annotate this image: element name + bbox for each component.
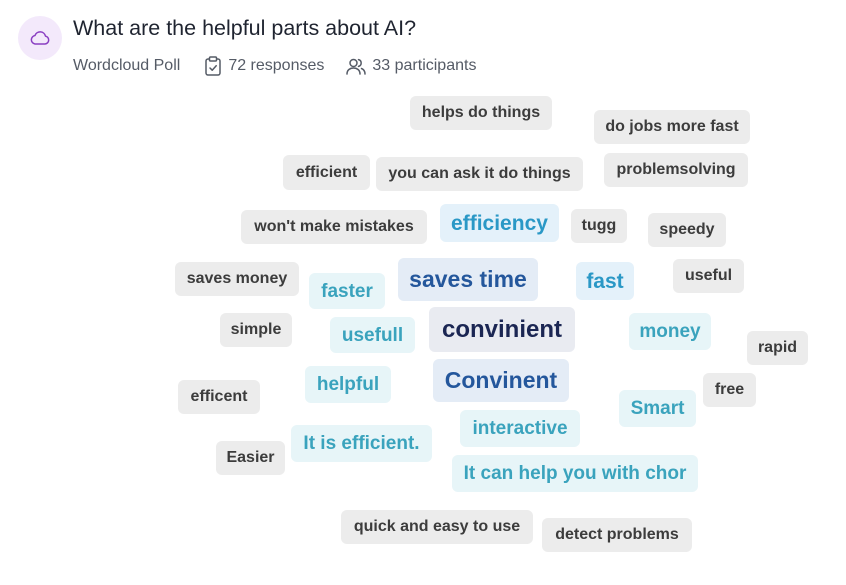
word-tag[interactable]: efficient — [283, 155, 370, 190]
clipboard-check-icon — [205, 56, 222, 76]
word-tag[interactable]: detect problems — [542, 518, 692, 552]
word-tag[interactable]: problemsolving — [604, 153, 748, 187]
word-tag[interactable]: interactive — [460, 410, 580, 447]
word-tag[interactable]: It can help you with chor — [452, 455, 698, 492]
word-tag[interactable]: saves money — [175, 262, 299, 296]
word-tag[interactable]: helps do things — [410, 96, 552, 130]
word-tag[interactable]: efficiency — [440, 204, 559, 242]
word-tag[interactable]: rapid — [747, 331, 808, 365]
poll-type: Wordcloud Poll — [73, 57, 181, 74]
wordcloud-poll-icon — [18, 16, 62, 60]
responses-count: 72 responses — [204, 56, 324, 76]
word-tag[interactable]: convinient — [429, 307, 575, 352]
word-tag[interactable]: won't make mistakes — [241, 210, 427, 244]
word-tag[interactable]: Easier — [216, 441, 285, 475]
word-tag[interactable]: tugg — [571, 209, 627, 243]
word-tag[interactable]: efficent — [178, 380, 260, 414]
word-tag[interactable]: speedy — [648, 213, 726, 247]
word-tag[interactable]: Convinent — [433, 359, 569, 402]
participants-count: 33 participants — [346, 57, 476, 75]
word-tag[interactable]: saves time — [398, 258, 538, 301]
word-tag[interactable]: money — [629, 313, 711, 350]
poll-title: What are the helpful parts about AI? — [73, 16, 417, 40]
word-tag[interactable]: It is efficient. — [291, 425, 432, 462]
users-icon — [346, 58, 367, 75]
responses-label: 72 responses — [228, 57, 325, 74]
word-tag[interactable]: free — [703, 373, 756, 407]
word-tag[interactable]: Smart — [619, 390, 696, 427]
word-tag[interactable]: simple — [220, 313, 292, 347]
word-tag[interactable]: fast — [576, 262, 634, 300]
word-tag[interactable]: quick and easy to use — [341, 510, 533, 544]
poll-meta: Wordcloud Poll 72 responses 33 participa… — [73, 55, 476, 77]
word-tag[interactable]: useful — [673, 259, 744, 293]
word-tag[interactable]: you can ask it do things — [376, 157, 583, 191]
word-tag[interactable]: faster — [309, 273, 385, 309]
word-tag[interactable]: helpful — [305, 366, 391, 403]
participants-label: 33 participants — [372, 57, 477, 74]
cloud-icon — [30, 31, 50, 45]
word-tag[interactable]: do jobs more fast — [594, 110, 750, 144]
word-tag[interactable]: usefull — [330, 317, 415, 353]
